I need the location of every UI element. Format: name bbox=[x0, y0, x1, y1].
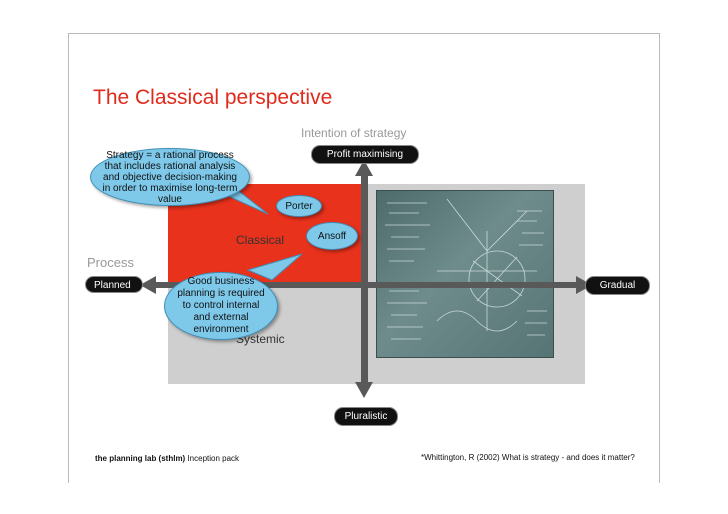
bubble-ansoff: Ansoff bbox=[306, 222, 358, 250]
bubble-business: Good business planning is required to co… bbox=[164, 272, 278, 340]
footer-left: the planning lab (sthlm) Inception pack bbox=[95, 454, 239, 463]
bubble-porter: Porter bbox=[276, 195, 322, 217]
bubble-porter-text: Porter bbox=[285, 201, 312, 212]
bubble-ansoff-text: Ansoff bbox=[318, 231, 346, 242]
footer-citation: *Whittington, R (2002) What is strategy … bbox=[421, 453, 635, 462]
bubble-business-text: Good business planning is required to co… bbox=[165, 276, 277, 336]
footer-brand: the planning lab (sthlm) bbox=[95, 454, 185, 463]
footer-doc: Inception pack bbox=[185, 454, 239, 463]
bubble-strategy-text: Strategy = a rational process that inclu… bbox=[91, 150, 249, 205]
bubble-strategy: Strategy = a rational process that inclu… bbox=[90, 148, 250, 206]
